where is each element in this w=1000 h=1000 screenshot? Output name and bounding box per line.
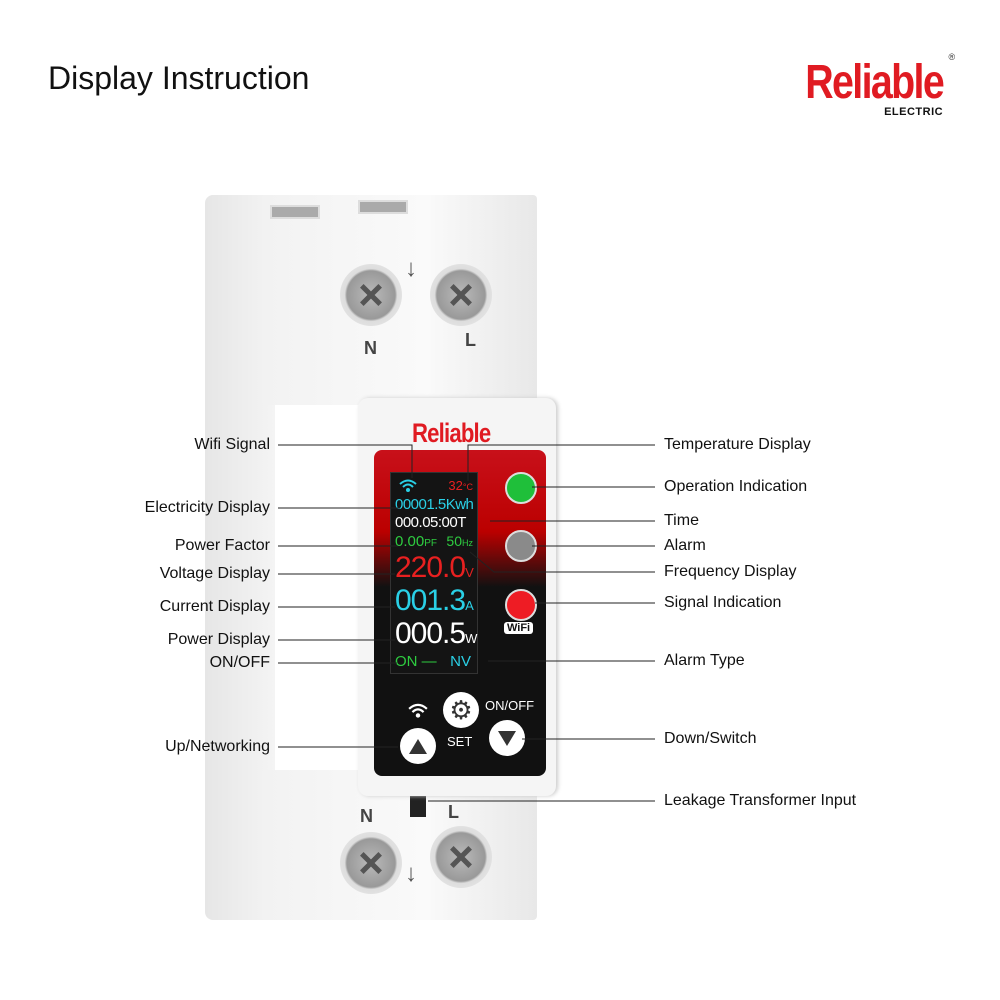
logo-brand: Reliable bbox=[805, 56, 944, 109]
leader-line bbox=[469, 551, 655, 573]
current-unit: A bbox=[465, 598, 474, 613]
power-unit: W bbox=[465, 631, 477, 646]
voltage-readout: 220.0V bbox=[395, 551, 474, 588]
top-slot bbox=[358, 200, 408, 214]
voltage-unit: V bbox=[465, 565, 474, 580]
voltage-value: 220.0 bbox=[395, 551, 466, 584]
screw-terminal-top-l bbox=[430, 264, 492, 326]
onoff-label: ON/OFF bbox=[485, 698, 535, 713]
set-button[interactable]: ⚙ bbox=[443, 692, 479, 728]
signal-indicator-led bbox=[505, 589, 537, 621]
lcd-screen: 32°C 00001.5Kwh 000.05:00T 0.00PF 50Hz 2… bbox=[390, 472, 478, 674]
label-power-display: Power Display bbox=[167, 631, 270, 648]
label-voltage-display: Voltage Display bbox=[159, 565, 270, 582]
arrow-down-icon: ↓ bbox=[405, 860, 417, 887]
power-factor-readout: 0.00PF bbox=[395, 533, 437, 551]
label-alarm-type: Alarm Type bbox=[664, 652, 745, 669]
power-factor-unit: PF bbox=[424, 538, 437, 549]
label-alarm: Alarm bbox=[664, 537, 706, 554]
brand-logo: Reliable ® ELECTRIC bbox=[775, 52, 955, 118]
current-value: 001.3 bbox=[395, 584, 466, 617]
time-readout: 000.05:00T bbox=[395, 514, 466, 531]
wifi-signal-icon bbox=[399, 479, 417, 492]
frequency-value: 50 bbox=[446, 533, 462, 549]
label-wifi-signal: Wifi Signal bbox=[194, 436, 270, 453]
terminal-label: N bbox=[360, 806, 373, 826]
down-switch-button[interactable] bbox=[489, 720, 525, 756]
label-frequency-display: Frequency Display bbox=[664, 563, 797, 580]
gear-icon: ⚙ bbox=[449, 694, 473, 725]
temperature-readout: 32°C bbox=[448, 478, 473, 493]
label-current-display: Current Display bbox=[159, 598, 270, 615]
temperature-unit: °C bbox=[462, 482, 473, 492]
arrow-down-icon: ↓ bbox=[405, 255, 417, 282]
leader-line bbox=[278, 444, 413, 478]
screw-terminal-top-n bbox=[340, 264, 402, 326]
label-signal-indication: Signal Indication bbox=[664, 594, 782, 611]
on-off-state: ON — bbox=[395, 653, 437, 670]
triangle-up-icon bbox=[409, 738, 427, 754]
registered-mark: ® bbox=[948, 52, 956, 62]
operation-indicator-led bbox=[505, 472, 537, 504]
label-operation-indication: Operation Indication bbox=[664, 478, 808, 495]
energy-readout: 00001.5Kwh bbox=[395, 496, 474, 513]
terminal-label: N bbox=[364, 338, 377, 358]
device-brand: Reliable bbox=[412, 418, 491, 448]
label-up-networking: Up/Networking bbox=[165, 738, 270, 755]
label-electricity-display: Electricity Display bbox=[144, 499, 270, 516]
temperature-value: 32 bbox=[448, 478, 463, 493]
wifi-badge: WiFi bbox=[504, 622, 534, 634]
current-readout: 001.3A bbox=[395, 584, 474, 621]
label-down-switch: Down/Switch bbox=[664, 730, 757, 747]
power-factor-value: 0.00 bbox=[395, 533, 425, 550]
top-slot bbox=[270, 205, 320, 219]
terminal-label: L bbox=[448, 802, 459, 822]
up-networking-button[interactable] bbox=[400, 728, 436, 764]
power-value: 000.5 bbox=[395, 617, 466, 650]
screw-terminal-bottom-l bbox=[430, 826, 492, 888]
label-time: Time bbox=[664, 512, 699, 529]
logo-subtitle: ELECTRIC bbox=[884, 106, 944, 118]
wifi-icon bbox=[408, 703, 428, 718]
label-power-factor: Power Factor bbox=[174, 537, 270, 554]
terminal-label: L bbox=[465, 330, 476, 350]
leakage-input-port bbox=[410, 795, 426, 817]
label-on-off: ON/OFF bbox=[209, 654, 270, 671]
frequency-unit: Hz bbox=[462, 538, 473, 548]
screw-terminal-bottom-n bbox=[340, 832, 402, 894]
power-readout: 000.5W bbox=[395, 617, 477, 654]
set-label: SET bbox=[447, 734, 473, 749]
label-temperature-display: Temperature Display bbox=[664, 436, 811, 453]
page-title: Display Instruction bbox=[48, 60, 310, 96]
triangle-down-icon bbox=[498, 730, 516, 746]
frequency-readout: 50Hz bbox=[446, 533, 473, 549]
alarm-type: NV bbox=[450, 653, 471, 670]
leader-line bbox=[467, 444, 655, 481]
label-leakage-transformer-input: Leakage Transformer Input bbox=[664, 792, 857, 809]
